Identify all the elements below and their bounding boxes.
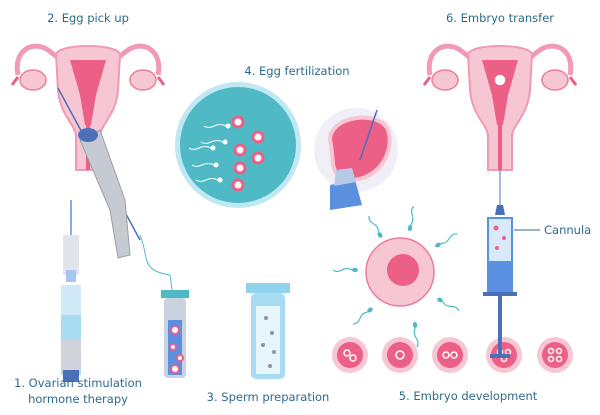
embryo-transfer-uterus bbox=[424, 46, 576, 170]
petri-dish bbox=[175, 82, 301, 208]
egg-with-sperm bbox=[332, 205, 461, 348]
step2-label: 2. Egg pick up bbox=[47, 11, 129, 25]
collection-tube bbox=[161, 290, 189, 378]
step4-label: 4. Egg fertilization bbox=[244, 64, 350, 78]
embryo-stages bbox=[332, 337, 573, 373]
step3-label: 3. Sperm preparation bbox=[206, 390, 330, 404]
step5-label: 5. Embryo development bbox=[398, 389, 538, 403]
step1-label-line1: 1. Ovarian stimulation bbox=[14, 376, 142, 390]
transfer-syringe bbox=[483, 170, 540, 358]
ultrasound-probe bbox=[57, 87, 173, 291]
egg-injection bbox=[314, 108, 398, 210]
sperm-test-tube bbox=[246, 283, 290, 379]
step6-label: 6. Embryo transfer bbox=[445, 11, 555, 25]
hormone-injection-pen bbox=[61, 200, 81, 382]
cannula-label: Cannula bbox=[544, 223, 592, 237]
step1-label-line2: hormone therapy bbox=[28, 392, 128, 406]
